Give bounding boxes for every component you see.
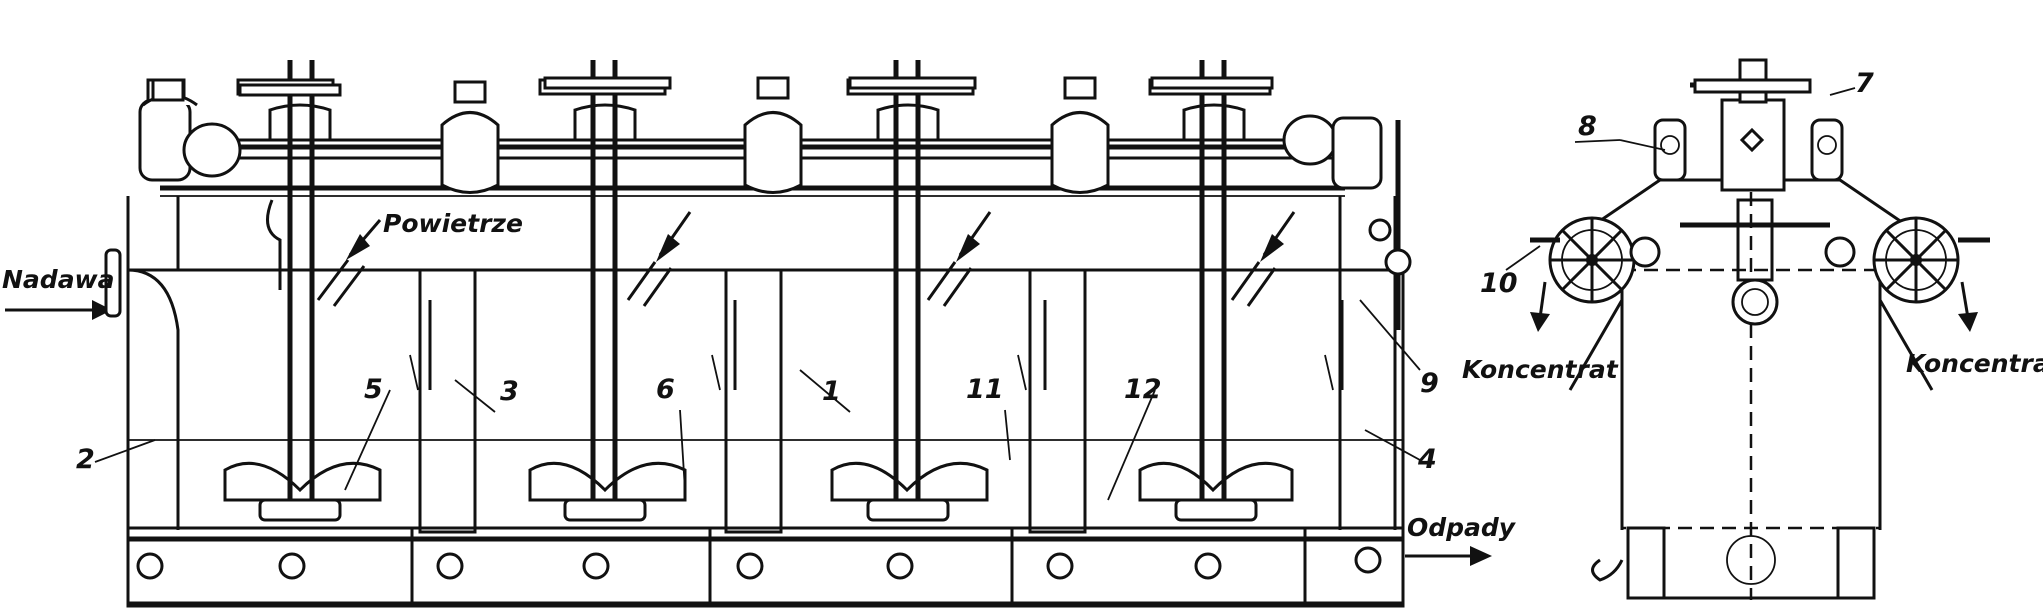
tank-outline xyxy=(126,268,1405,540)
number-5: 5 xyxy=(364,374,383,405)
label-koncentrat-left: Koncentrat xyxy=(1462,355,1619,384)
bearing-housings xyxy=(142,76,1110,194)
number-6: 6 xyxy=(656,374,675,405)
number-1: 1 xyxy=(822,376,841,407)
number-8: 8 xyxy=(1578,111,1597,142)
side-view: Nadawa Powietrze Odpady 2 5 3 6 1 11 12 … xyxy=(2,60,1517,608)
motor-right xyxy=(1282,114,1392,242)
label-odpady: Odpady xyxy=(1407,513,1517,542)
number-11: 11 xyxy=(966,374,1004,405)
end-view: Koncentrat Koncentrat 7 8 10 xyxy=(1462,58,2043,600)
number-10: 10 xyxy=(1480,268,1518,299)
number-7: 7 xyxy=(1855,68,1874,99)
air-pipes xyxy=(316,211,1296,307)
handwheels xyxy=(238,76,1274,97)
cell-1 xyxy=(136,60,382,580)
number-9: 9 xyxy=(1420,368,1439,399)
partitions xyxy=(409,268,1344,534)
number-2: 2 xyxy=(76,444,95,475)
label-koncentrat-right: Koncentrat xyxy=(1906,349,2043,378)
label-nadawa: Nadawa xyxy=(2,265,115,294)
paddle-wheel-left xyxy=(1548,216,1636,304)
number-4: 4 xyxy=(1417,444,1437,475)
label-powietrze: Powietrze xyxy=(383,209,523,238)
leader-lines xyxy=(94,299,1421,501)
number-3: 3 xyxy=(500,376,519,407)
cells xyxy=(136,60,1382,580)
number-12: 12 xyxy=(1124,374,1162,405)
paddle-wheel-right xyxy=(1872,216,1960,304)
